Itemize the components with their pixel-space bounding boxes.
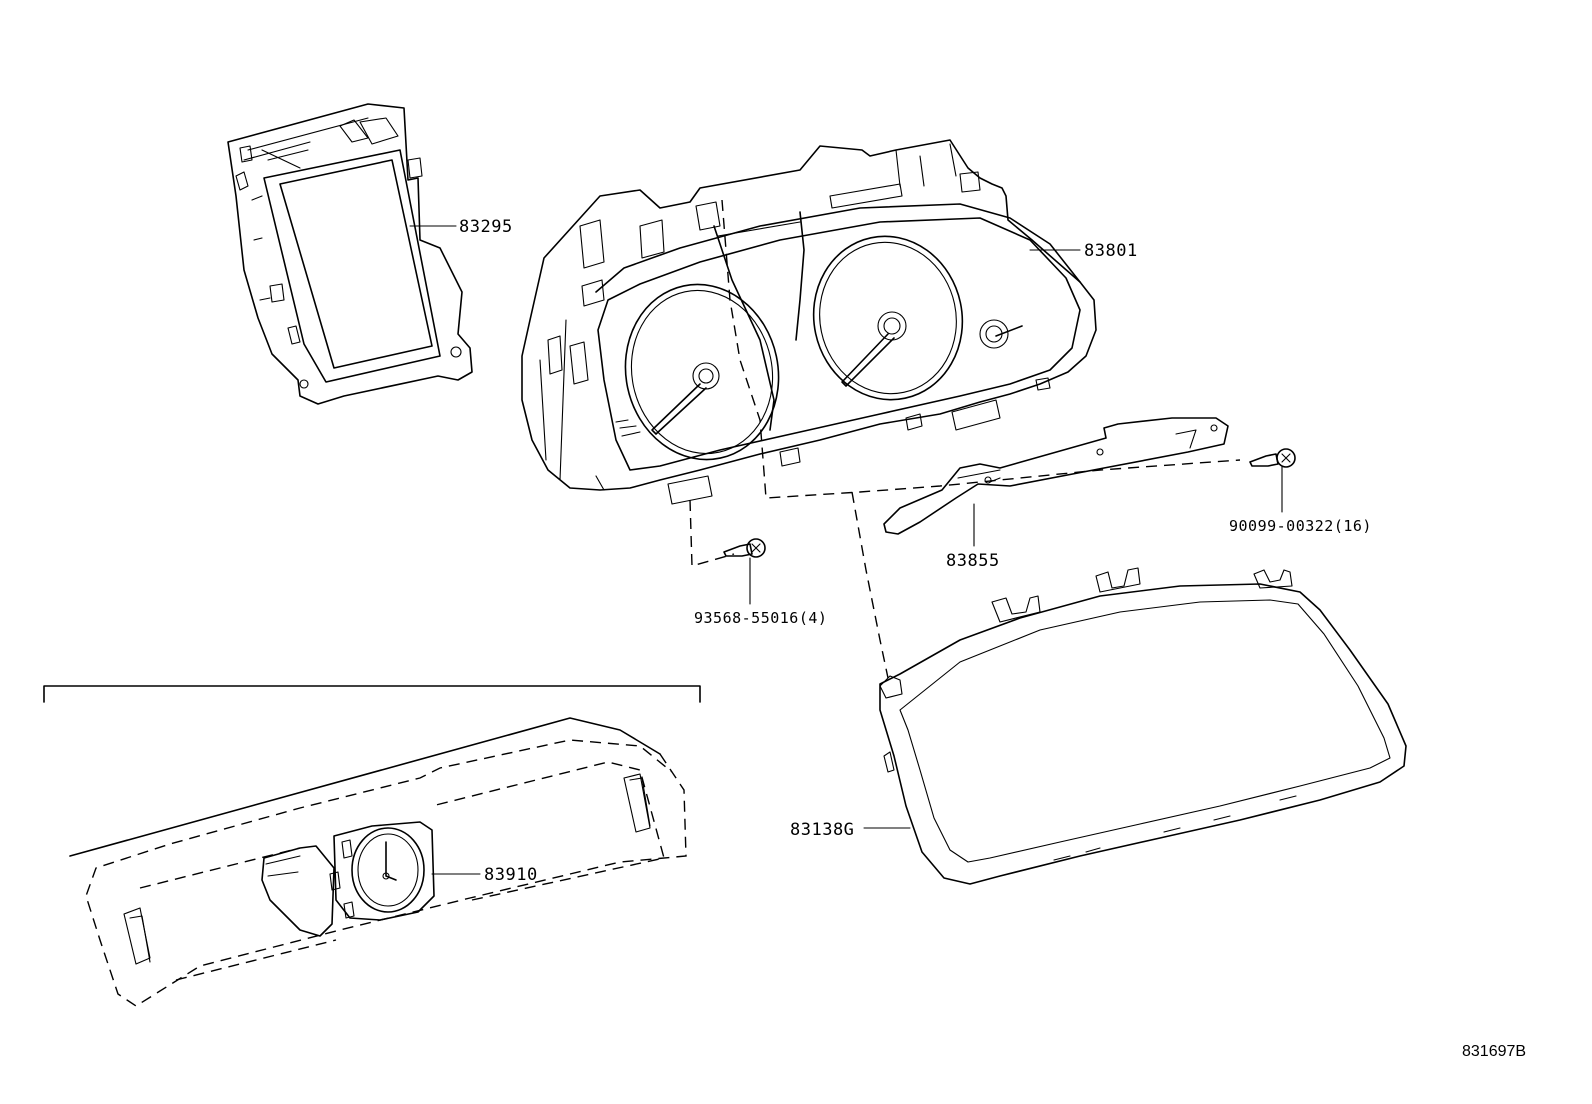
- meter-bracket-icon: [883, 417, 1229, 535]
- combination-meter-icon: [521, 139, 1097, 505]
- label-83138G: 83138G: [790, 820, 854, 840]
- label-83910: 83910: [484, 865, 538, 885]
- dashboard-panel-icon: [69, 717, 687, 1007]
- label-93568-55016: 93568-55016(4): [694, 609, 827, 627]
- label-83855: 83855: [946, 551, 1000, 571]
- leader-lines: [409, 225, 1283, 875]
- meter-glass-icon: [879, 567, 1407, 885]
- reference-code: 831697B: [1462, 1043, 1526, 1060]
- inset-frame: [43, 685, 701, 703]
- lcd-display-unit-icon: [227, 103, 473, 405]
- screw-icon-93568: [723, 538, 766, 558]
- clock-icon: [261, 821, 435, 937]
- dashed-connectors: [689, 199, 1241, 679]
- label-83801: 83801: [1084, 241, 1138, 261]
- label-83295: 83295: [459, 217, 513, 237]
- screw-icon-90099: [1249, 448, 1296, 468]
- label-90099-00322: 90099-00322(16): [1229, 517, 1372, 535]
